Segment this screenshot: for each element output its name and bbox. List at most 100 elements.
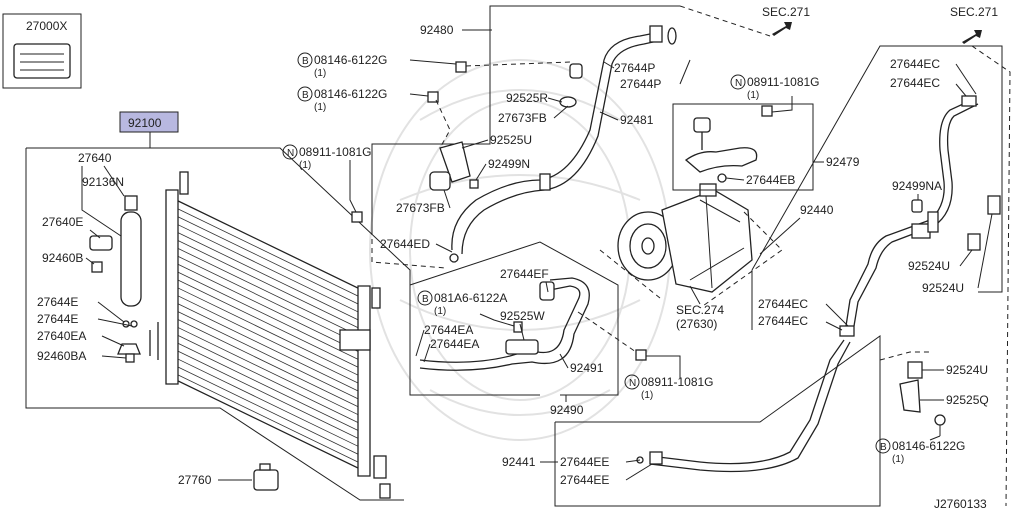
bracket-callouts: 92524U 92525Q B 08146-6122G (1) — [875, 363, 989, 465]
label-sec274-sub: (27630) — [676, 317, 717, 331]
qty-08911-b: (1) — [641, 390, 653, 401]
label-92479: 92479 — [826, 155, 860, 169]
label-92490: 92490 — [550, 403, 584, 417]
qty-08911-a: (1) — [299, 160, 311, 171]
label-92441: 92441 — [502, 455, 536, 469]
label-92136N: 92136N — [82, 175, 124, 189]
label-27673FB-a: 27673FB — [498, 111, 547, 125]
label-08146-6122G-a: 08146-6122G — [314, 53, 387, 67]
label-92480: 92480 — [420, 23, 454, 37]
condenser-fin — [171, 213, 363, 307]
condenser-fin — [171, 276, 363, 370]
pipe-92441[interactable] — [636, 339, 851, 473]
label-92524U-a: 92524U — [908, 259, 950, 273]
condenser-fin — [171, 253, 363, 346]
label-27644EE-a: 27644EE — [560, 455, 609, 469]
nut-symbol-b: N — [629, 378, 636, 389]
right-callouts: 27644EC 27644EC 92499NA 92440 92524U 925… — [758, 57, 1001, 331]
bolt-symbol-c: B — [422, 294, 429, 305]
label-27644EA-b: 27644EA — [430, 337, 479, 351]
pipe-92440[interactable] — [839, 95, 979, 337]
label-27000X: 27000X — [26, 19, 67, 33]
label-27644EA-a: 27644EA — [424, 323, 473, 337]
condenser-fin — [171, 292, 363, 386]
label-92499N: 92499N — [488, 157, 530, 171]
label-sec271-b: SEC.271 — [950, 5, 998, 19]
compressor-sec274[interactable] — [617, 183, 753, 293]
upper-callouts: 92480 B 08146-6122G (1) B 08146-6122G (1… — [282, 23, 691, 253]
label-sec271-a: SEC.271 — [762, 5, 810, 19]
nut-symbol-a: N — [287, 148, 294, 159]
label-92460BA: 92460BA — [37, 349, 86, 363]
condenser-label-92100[interactable]: 92100 — [119, 111, 179, 133]
label-27644EC-b: 27644EC — [890, 76, 940, 90]
qty-08146-c: (1) — [892, 454, 904, 465]
condenser-fin — [171, 355, 363, 449]
upper-group-parts[interactable] — [351, 61, 583, 223]
label-92525W: 92525W — [500, 309, 545, 323]
label-27644P-a: 27644P — [614, 61, 655, 75]
nut-symbol-c: N — [735, 78, 742, 89]
qty-08146-a: (1) — [314, 68, 326, 79]
bracket-92525Q[interactable] — [899, 361, 946, 436]
left-callouts: 27640 92136N 27640E 92460B 27644E 27644E… — [37, 151, 133, 363]
condenser-fin — [171, 221, 363, 315]
label-92481: 92481 — [620, 113, 654, 127]
bottom-callouts: 92441 27644EE 27644EE — [502, 455, 653, 487]
diagram-id: J2760133 — [934, 497, 987, 511]
label-27644EC-d: 27644EC — [758, 314, 808, 328]
label-27644EC-c: 27644EC — [758, 297, 808, 311]
condenser-fin — [171, 205, 363, 299]
label-27644EC-a: 27644EC — [890, 57, 940, 71]
condenser-fin — [171, 332, 363, 425]
label-92524U-c: 92524U — [946, 363, 988, 377]
label-92525Q: 92525Q — [946, 393, 989, 407]
label-27644EB: 27644EB — [746, 173, 795, 187]
hose-92491[interactable] — [419, 277, 590, 371]
label-92499NA: 92499NA — [892, 179, 942, 193]
sensor-27760[interactable]: 27760 — [178, 463, 279, 491]
condenser-fin — [171, 229, 363, 323]
condenser-fin — [171, 300, 363, 394]
condenser-fin — [171, 237, 363, 330]
condenser-fin — [171, 363, 363, 457]
condenser-fin — [171, 347, 363, 441]
label-081A6-6122A: 081A6-6122A — [434, 291, 507, 305]
callouts-92479: N 08911-1081G (1) 92479 27644EB — [725, 74, 860, 187]
label-27640: 27640 — [78, 151, 112, 165]
label-27644ED: 27644ED — [380, 237, 430, 251]
label-08146-6122G-b: 08146-6122G — [314, 87, 387, 101]
bolt-symbol-b: B — [302, 90, 309, 101]
label-27644EE-b: 27644EE — [560, 473, 609, 487]
label-08911-1081G-c: 08911-1081G — [747, 75, 820, 89]
label-27644EF: 27644EF — [500, 267, 549, 281]
label-27640E: 27640E — [42, 215, 83, 229]
condenser-fin — [171, 308, 363, 402]
kit-27000X[interactable]: 27000X — [2, 13, 82, 89]
label-92100: 92100 — [128, 116, 162, 130]
label-08911-1081G-a: 08911-1081G — [299, 145, 372, 159]
condenser-core[interactable] — [149, 171, 391, 499]
label-92460B: 92460B — [42, 251, 83, 265]
label-27644E-b: 27644E — [37, 312, 78, 326]
condenser-fin — [171, 324, 363, 417]
sec271-ref-a: SEC.271 — [762, 5, 810, 36]
middle-callouts: 27644EF B 081A6-6122A (1) 92525W 27644EA… — [415, 267, 714, 417]
condenser-fin — [171, 316, 363, 410]
condenser-fin — [171, 371, 363, 465]
label-92524U-b: 92524U — [922, 281, 964, 295]
box-92479 — [672, 103, 814, 191]
qty-08911-c: (1) — [747, 90, 759, 101]
label-27644E-a: 27644E — [37, 295, 78, 309]
label-08911-1081G-b: 08911-1081G — [641, 375, 714, 389]
condenser-fin — [171, 260, 363, 354]
label-92525R: 92525R — [506, 91, 548, 105]
hose-92481[interactable] — [449, 25, 677, 263]
label-92525U-a: 92525U — [490, 133, 532, 147]
bolt-symbol-a: B — [302, 56, 309, 67]
condenser-fin — [171, 284, 363, 378]
label-27644P-b: 27644P — [620, 77, 661, 91]
label-sec274: SEC.274 — [676, 303, 724, 317]
label-08146-6122G-c: 08146-6122G — [892, 439, 965, 453]
